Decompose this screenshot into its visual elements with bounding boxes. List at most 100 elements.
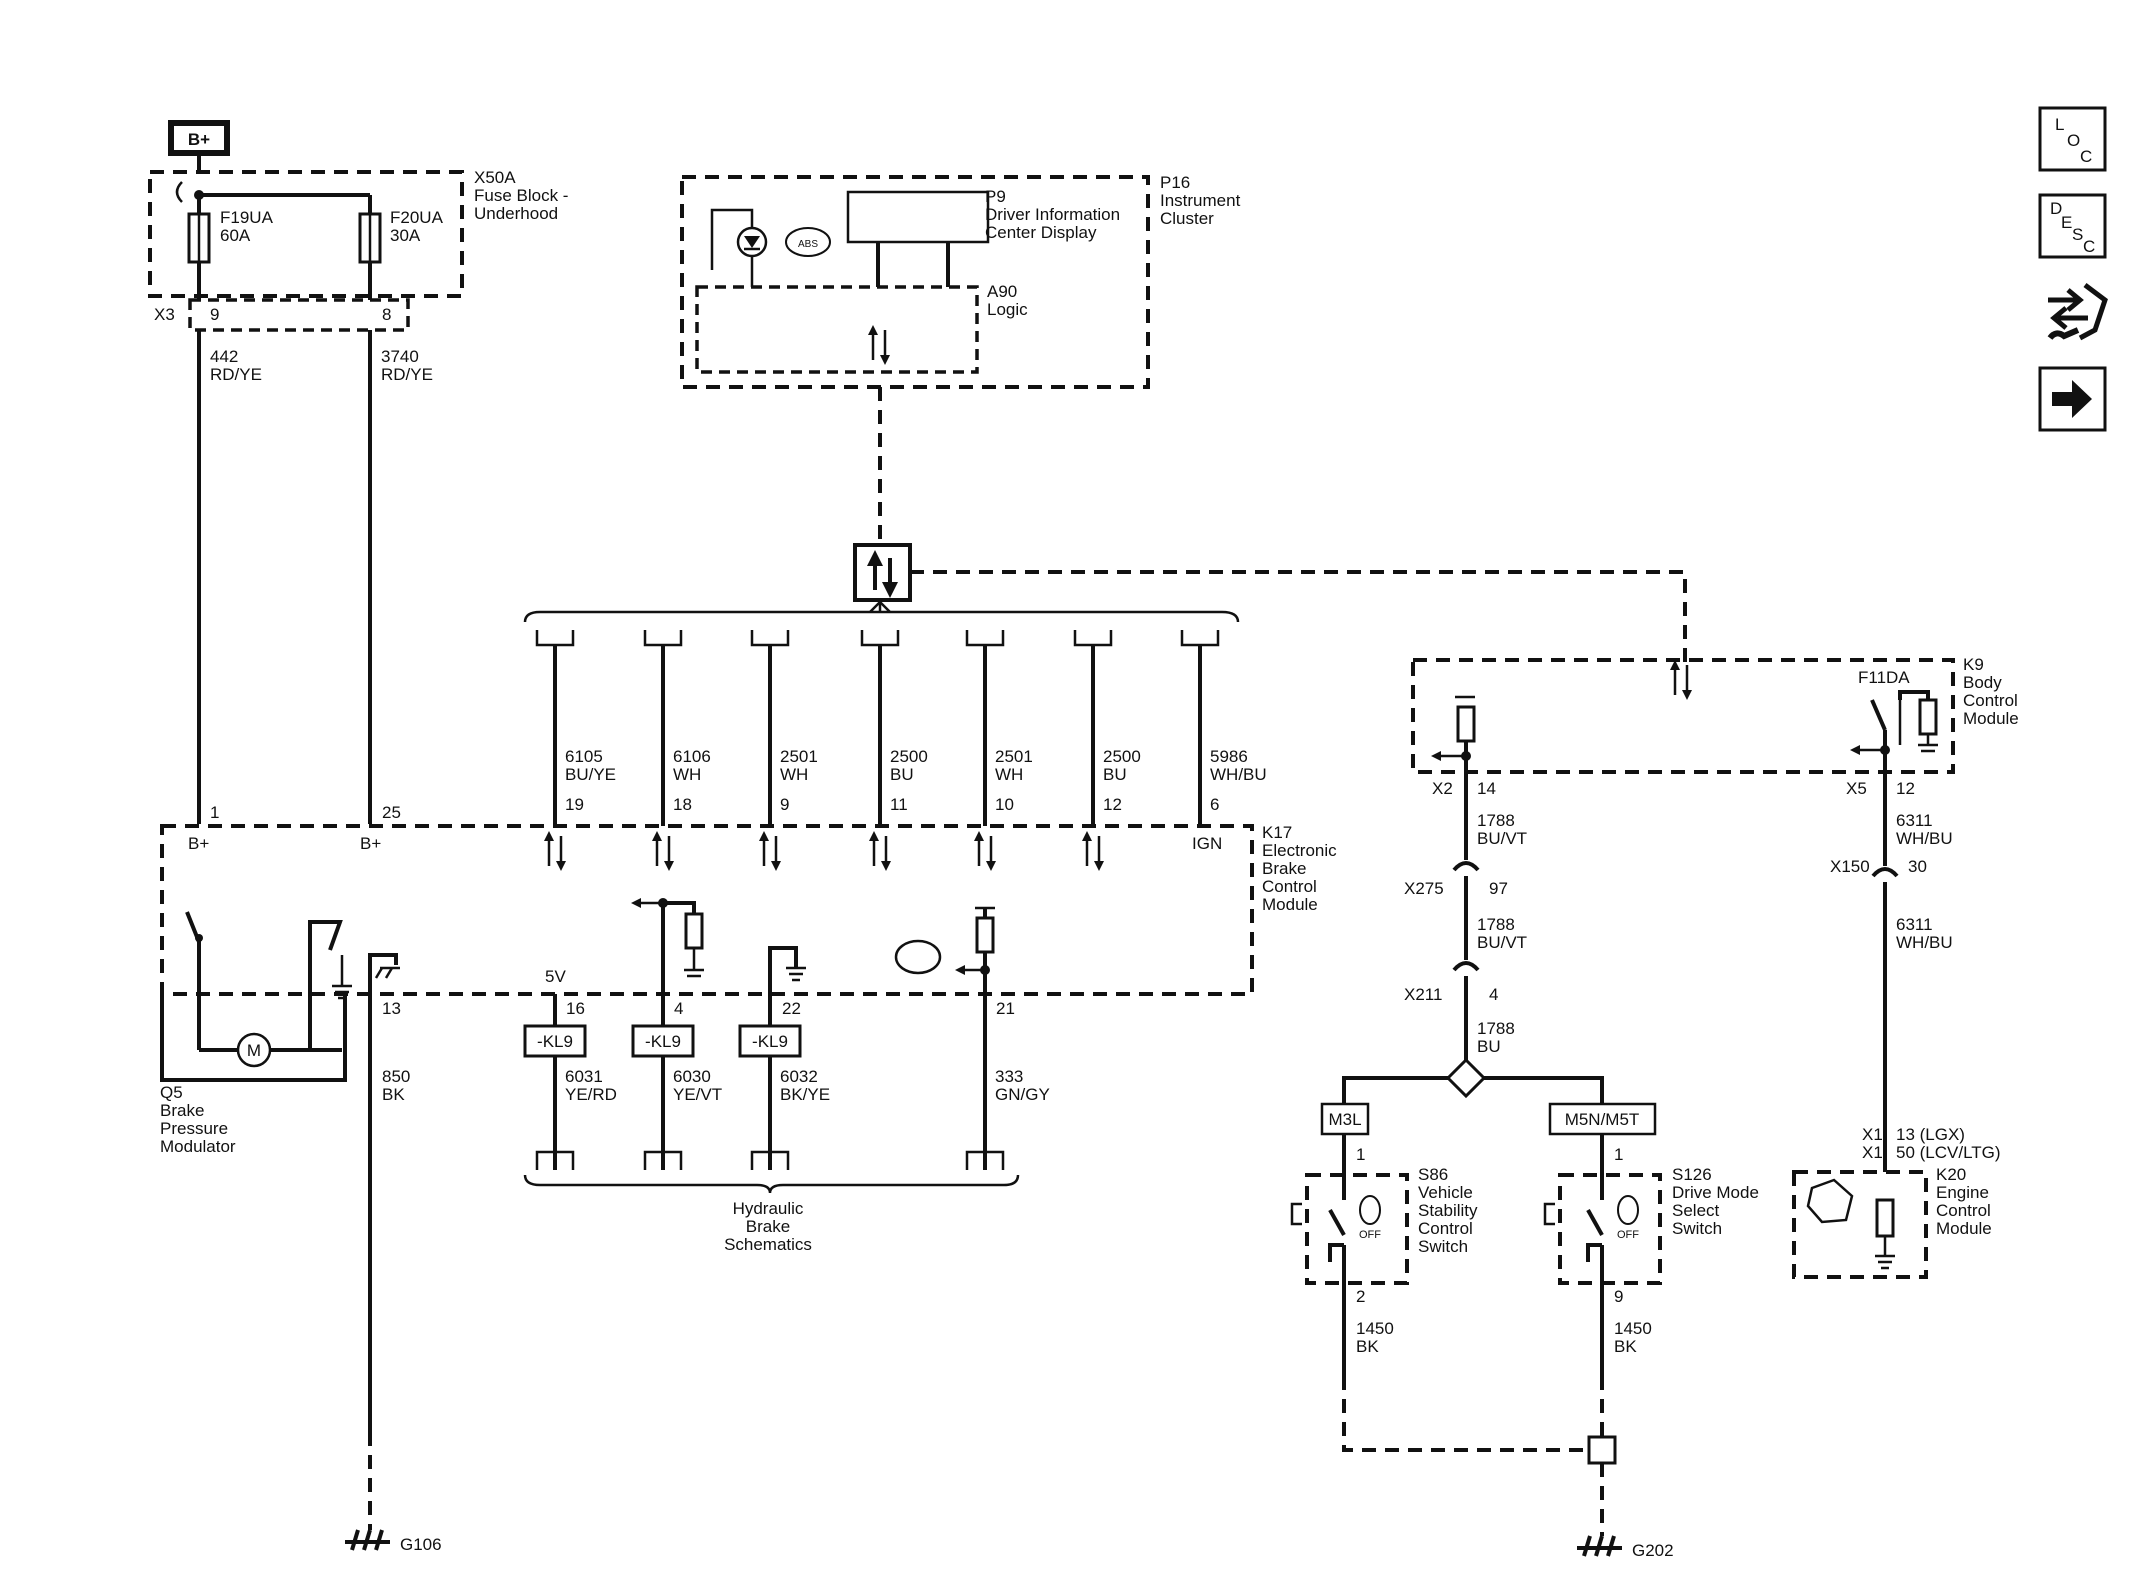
svg-text:21: 21 [996,999,1015,1018]
svg-text:6311: 6311 [1896,811,1933,830]
serial-data-bus: 6105BU/YE196106WH182501WH92500BU112501WH… [535,630,1267,871]
svg-text:12: 12 [1896,779,1915,798]
kl9-block: -KL9 [738,1024,802,1058]
svg-text:Control: Control [1418,1219,1473,1238]
svg-text:WH/BU: WH/BU [1896,829,1953,848]
svg-text:Instrument: Instrument [1160,191,1241,210]
description-button[interactable]: D E S C [2038,193,2107,259]
svg-text:Module: Module [1963,709,2019,728]
svg-text:RD/YE: RD/YE [210,365,262,384]
svg-text:6106: 6106 [673,747,711,766]
svg-text:Brake: Brake [1262,859,1306,878]
svg-text:RD/YE: RD/YE [381,365,433,384]
svg-text:BK: BK [1614,1337,1637,1356]
svg-text:S86: S86 [1418,1165,1448,1184]
kl9-block: -KL9 [523,1024,587,1058]
svg-text:L: L [2055,115,2064,134]
svg-text:Switch: Switch [1418,1237,1468,1256]
ebcm-k17: K17 Electronic Brake Control Module 1 25… [160,803,1337,1170]
svg-text:Control: Control [1936,1201,1991,1220]
svg-text:BU: BU [1477,1037,1501,1056]
drive-mode-icon [1617,1195,1639,1225]
svg-text:50 (LCV/LTG): 50 (LCV/LTG) [1896,1143,2001,1162]
abs-telltale-icon [785,227,831,257]
svg-text:WH: WH [673,765,701,784]
svg-text:Fuse Block -: Fuse Block - [474,186,568,205]
svg-text:9: 9 [210,305,219,324]
svg-text:BK: BK [382,1085,405,1104]
svg-text:Q5: Q5 [160,1083,183,1102]
ground-g106: G106 [345,1529,442,1554]
svg-text:M: M [247,1041,261,1060]
next-arrow-button[interactable] [2038,366,2107,432]
svg-text:B+: B+ [360,834,381,853]
driver-info-display [846,190,990,244]
battery-label: B+ [188,130,210,149]
stability-icon [1359,1195,1381,1225]
svg-text:S126: S126 [1672,1165,1712,1184]
svg-text:BU/VT: BU/VT [1477,829,1527,848]
hand-stop-icon [1806,1178,1854,1224]
svg-text:60A: 60A [220,226,251,245]
svg-text:WH/BU: WH/BU [1896,933,1953,952]
svg-text:25: 25 [382,803,401,822]
svg-text:Driver Information: Driver Information [985,205,1120,224]
svg-text:Module: Module [1262,895,1318,914]
svg-text:Switch: Switch [1672,1219,1722,1238]
svg-text:Brake: Brake [746,1217,790,1236]
location-button[interactable]: L O C [2038,106,2107,172]
svg-text:1: 1 [1356,1145,1365,1164]
svg-text:1788: 1788 [1477,1019,1515,1038]
svg-text:WH: WH [780,765,808,784]
svg-text:13: 13 [382,999,401,1018]
svg-text:E: E [2061,213,2072,232]
svg-text:P16: P16 [1160,173,1190,192]
svg-text:2501: 2501 [995,747,1033,766]
kl9-block: -KL9 [631,1024,695,1058]
svg-text:30: 30 [1908,857,1927,876]
svg-text:X1: X1 [1862,1125,1883,1144]
svg-text:YE/RD: YE/RD [565,1085,617,1104]
svg-text:Control: Control [1963,691,2018,710]
connector-info-icon[interactable] [2047,283,2108,341]
motor-icon [236,1032,272,1068]
svg-text:2501: 2501 [780,747,818,766]
svg-text:BK/YE: BK/YE [780,1085,830,1104]
svg-text:Engine: Engine [1936,1183,1989,1202]
svg-text:C: C [2083,237,2095,256]
svg-text:19: 19 [565,795,584,814]
switch-s86: 1 OFF S86 Vehicle Stability Control Swit… [1290,1145,1478,1306]
svg-text:1: 1 [210,803,219,822]
svg-text:K17: K17 [1262,823,1292,842]
svg-text:OFF: OFF [1359,1229,1381,1241]
svg-text:6105: 6105 [565,747,603,766]
brake-fluid-icon [894,939,942,975]
svg-text:ABS: ABS [798,239,818,250]
svg-text:97: 97 [1489,879,1508,898]
svg-text:OFF: OFF [1617,1229,1639,1241]
svg-text:1: 1 [1614,1145,1623,1164]
svg-text:A90: A90 [987,282,1017,301]
svg-text:2: 2 [1356,1287,1365,1306]
svg-text:WH/BU: WH/BU [1210,765,1267,784]
svg-text:Schematics: Schematics [724,1235,812,1254]
svg-text:M3L: M3L [1328,1110,1361,1129]
fuse-block-x50a: F19UA 60A F20UA 30A X50A Fuse Block - Un… [148,168,568,332]
svg-text:18: 18 [673,795,692,814]
svg-text:Cluster: Cluster [1160,209,1214,228]
svg-text:B+: B+ [188,834,209,853]
svg-text:Select: Select [1672,1201,1720,1220]
svg-text:Module: Module [1936,1219,1992,1238]
svg-text:4: 4 [674,999,683,1018]
svg-text:WH: WH [995,765,1023,784]
bcm-k9: K9 Body Control Module F11DA [1411,655,2019,774]
svg-text:1450: 1450 [1356,1319,1394,1338]
